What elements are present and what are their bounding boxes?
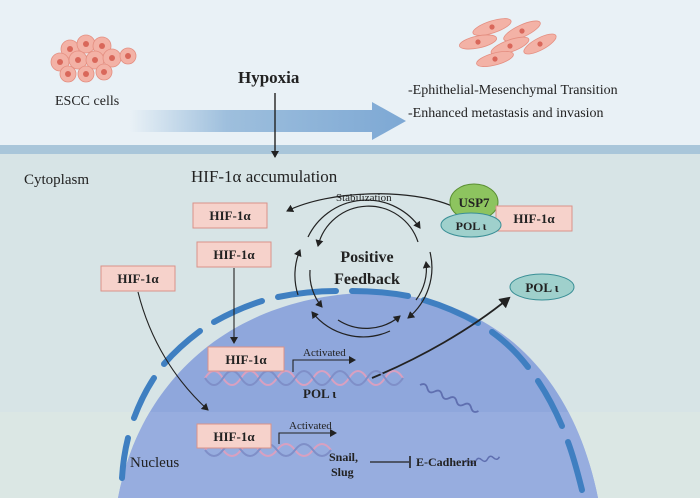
mrna-strand-1 xyxy=(419,383,479,413)
snail-label-line1: Snail, xyxy=(329,450,358,464)
cytoplasm-label: Cytoplasm xyxy=(24,172,89,188)
stabilization-label: Stabilization xyxy=(336,192,392,204)
hif-accumulation-label: HIF-1α accumulation xyxy=(191,167,338,186)
hif-label-promoter-pol: HIF-1α xyxy=(225,352,267,367)
hif-box-complex xyxy=(495,205,573,232)
nuclear-envelope xyxy=(119,288,585,493)
cell-membrane-band xyxy=(0,145,700,154)
nucleus-label: Nucleus xyxy=(130,455,179,471)
hif-box-left xyxy=(100,265,176,292)
pol-protein-complex xyxy=(440,212,502,238)
ecadherin-label: E-Cadherin xyxy=(416,455,477,469)
outcome-emt: -Ephithelial-Mesenchymal Transition xyxy=(408,83,618,98)
stabilization-arrow xyxy=(286,193,453,212)
hif-box-promoter-snail xyxy=(196,423,272,449)
dna-helix-pol-gene xyxy=(204,370,404,386)
hif-label-complex: HIF-1α xyxy=(513,211,555,226)
outcome-metastasis: -Enhanced metastasis and invasion xyxy=(408,106,604,121)
hif-box-promoter-pol xyxy=(207,346,285,372)
activation-arrow-pol xyxy=(292,356,356,372)
usp7-label: USP7 xyxy=(458,195,490,210)
escc-cells-icon xyxy=(50,34,137,83)
snail-label-line2: Slug xyxy=(331,465,354,479)
mrna-strand-2 xyxy=(463,455,501,465)
pol-protein-free xyxy=(509,273,575,301)
pol-gene-label: POL ι xyxy=(303,386,336,401)
hif-label-translocating: HIF-1α xyxy=(213,247,255,262)
pol-export-arrow xyxy=(371,296,511,379)
hif-label-promoter-snail: HIF-1α xyxy=(213,429,255,444)
activated-label-snail: Activated xyxy=(289,420,332,432)
activated-label-pol: Activated xyxy=(303,347,346,359)
escc-cells-label: ESCC cells xyxy=(55,94,119,109)
feedback-label-line1: Positive xyxy=(340,249,393,266)
hif-label-left: HIF-1α xyxy=(117,271,159,286)
feedback-label-line2: Feedback xyxy=(334,271,400,288)
hif-box-stabilized xyxy=(192,202,268,229)
hif-box-translocating xyxy=(196,241,272,268)
positive-feedback-loop xyxy=(293,199,433,338)
mesenchymal-cells-icon xyxy=(458,18,557,68)
pol-label-complex: POL ι xyxy=(456,219,487,233)
hif-label-stabilized: HIF-1α xyxy=(209,208,251,223)
transition-arrow xyxy=(130,102,406,140)
hypoxia-label: Hypoxia xyxy=(238,68,300,87)
pol-label-free: POL ι xyxy=(525,280,558,295)
hif-nuclear-arrow-2 xyxy=(137,291,209,411)
activation-arrow-snail xyxy=(278,429,337,444)
